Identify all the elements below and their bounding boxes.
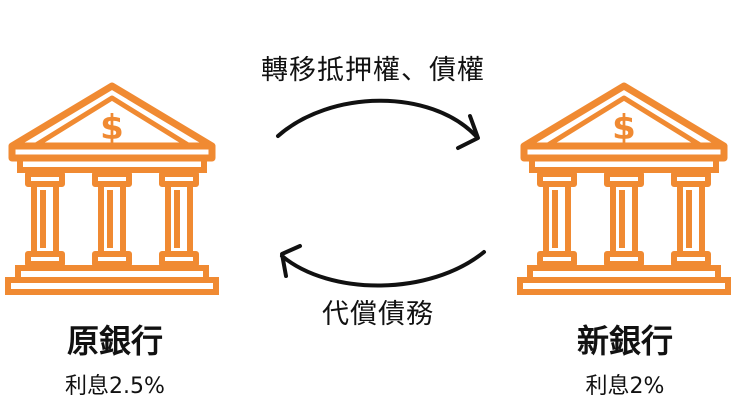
bottom-arrow-label: 代償債務 <box>322 299 434 330</box>
top-arrow-icon <box>276 98 480 150</box>
new-bank-dollar-icon: $ <box>612 108 636 148</box>
new-bank-name: 新銀行 <box>576 322 673 360</box>
top-arrow-label: 轉移抵押權、債權 <box>261 55 485 86</box>
bottom-arrow-icon <box>280 244 486 288</box>
original-bank-dollar-icon: $ <box>100 108 124 148</box>
new-bank-rate: 利息2% <box>585 374 665 399</box>
original-bank-name: 原銀行 <box>66 322 163 360</box>
original-bank-rate: 利息2.5% <box>65 374 165 399</box>
